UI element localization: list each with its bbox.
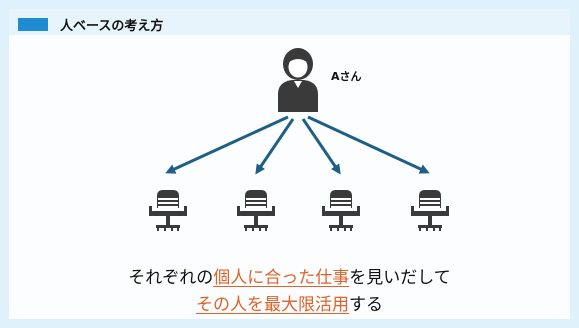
header-marker — [18, 18, 48, 31]
chair-icon — [411, 190, 449, 231]
arrow-2 — [255, 118, 295, 175]
person-label: Aさん — [331, 70, 362, 83]
caption-text: それぞれの — [128, 268, 214, 288]
caption-highlight: その人を最大限活用 — [196, 295, 349, 315]
caption-line-1: それぞれの個人に合った仕事を見いだして — [0, 263, 579, 288]
arrow-1 — [165, 115, 289, 174]
chair-icon — [149, 190, 187, 231]
chair-icon — [322, 190, 360, 231]
caption-highlight: 個人に合った仕事 — [213, 268, 350, 288]
chair-icon — [237, 190, 275, 231]
arrows — [165, 115, 430, 175]
page-title: 人ベースの考え方 — [60, 19, 164, 34]
person-icon — [278, 48, 318, 112]
arrow-3 — [301, 118, 341, 175]
arrow-4 — [307, 115, 430, 174]
caption-text: を見いだして — [349, 268, 451, 288]
header-bar — [9, 9, 570, 35]
caption-line-2: その人を最大限活用する — [0, 290, 579, 315]
caption-text: する — [349, 295, 383, 315]
